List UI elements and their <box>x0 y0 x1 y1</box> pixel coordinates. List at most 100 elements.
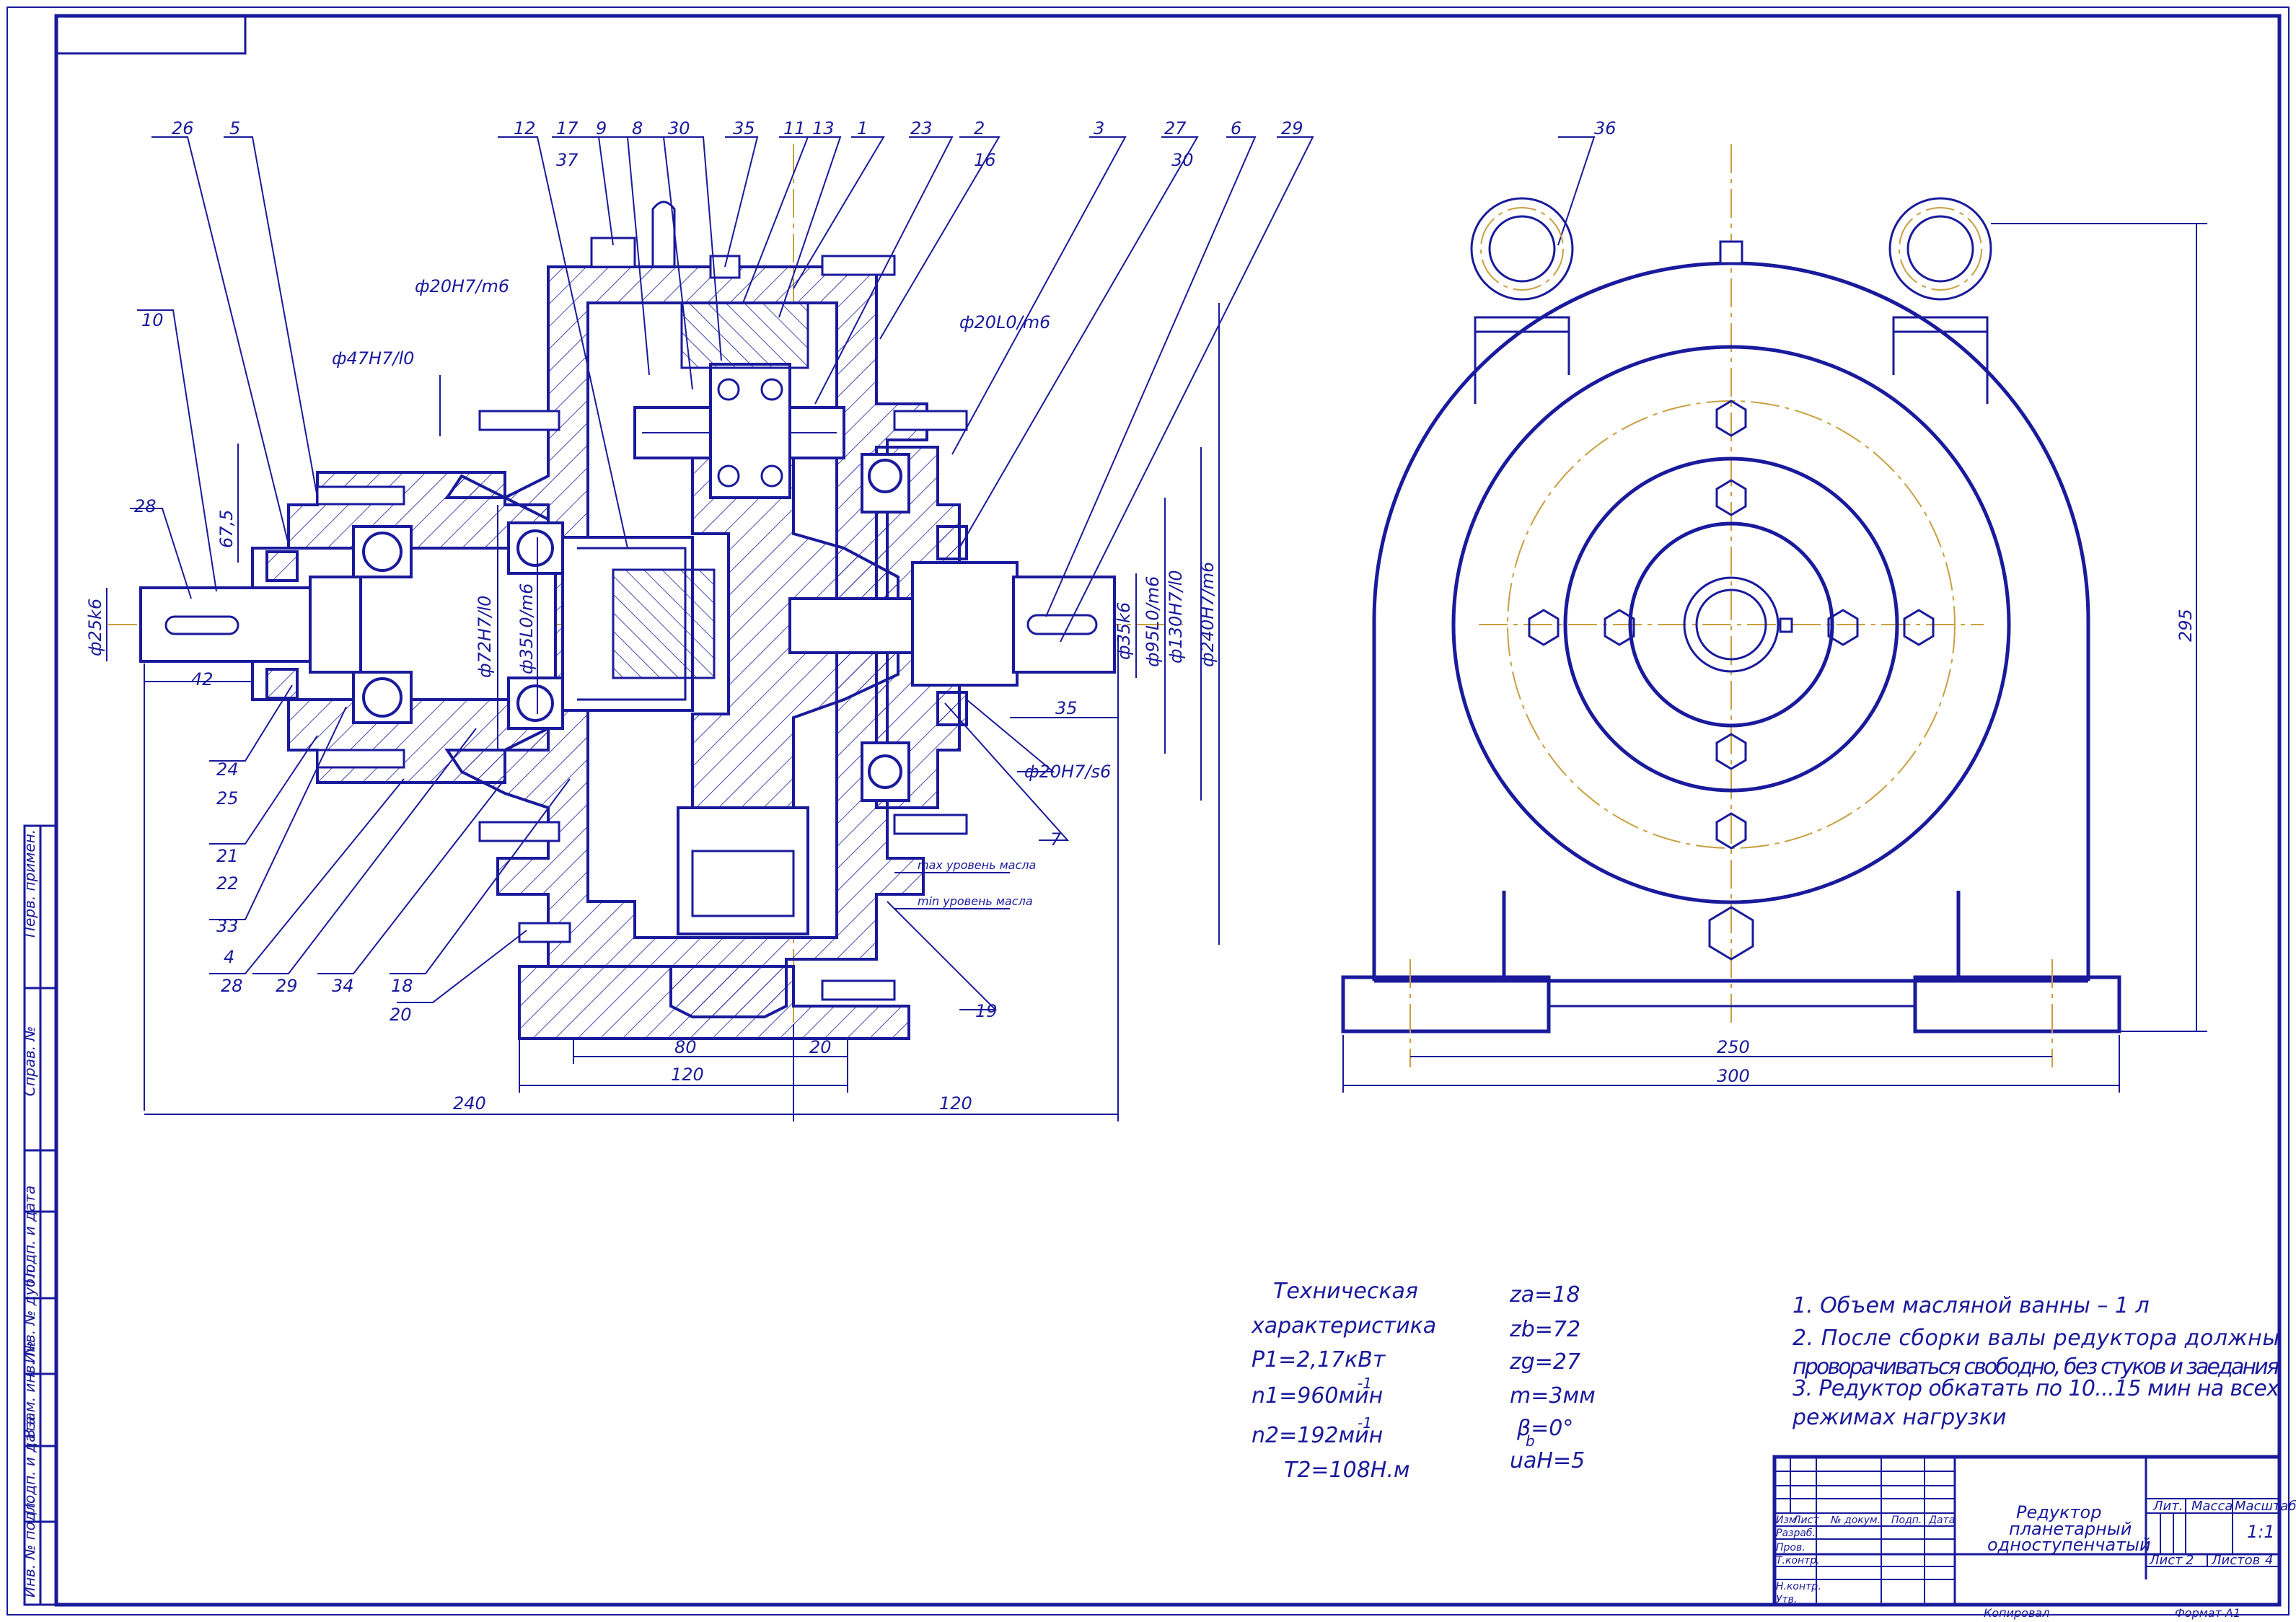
fit-label: ф20H7/s6 <box>1024 762 1111 782</box>
tech-m: m=3мм <box>1510 1383 1596 1409</box>
callout: 22 <box>216 873 239 894</box>
tech-u-sup: b <box>1526 1432 1535 1450</box>
note-3a: 3. Редуктор обкатать по 10...15 мин на в… <box>1793 1376 2279 1401</box>
dim-label: 120 <box>671 1065 704 1085</box>
strip-label: Инв. № дубл. <box>21 1264 38 1363</box>
callout: 18 <box>391 976 413 996</box>
section-view <box>106 136 1596 1121</box>
callout: 7 <box>1050 829 1062 850</box>
callout: 10 <box>141 310 164 330</box>
tech-u: uaH=5 <box>1510 1448 1585 1473</box>
tb-lit: Лит. <box>2152 1499 2183 1514</box>
dim-label: 42 <box>191 669 214 689</box>
fit-label: ф35L0/m6 <box>516 583 537 674</box>
bolts <box>316 200 968 1001</box>
callout: 13 <box>812 118 835 138</box>
callout: 6 <box>1231 118 1241 138</box>
strip-label: Взам. инв. № <box>21 1341 38 1439</box>
hex-bolts <box>1528 400 1935 961</box>
fit-label: ф95L0/m6 <box>1143 576 1163 667</box>
callout: 25 <box>216 788 239 808</box>
tech-n2: n2=192мин <box>1252 1423 1383 1448</box>
tb-nkontr: Н.контр. <box>1776 1581 1821 1592</box>
drawing-title-1: Редуктор <box>2016 1502 2101 1522</box>
callout: 24 <box>216 759 239 780</box>
tb-prov: Пров. <box>1776 1542 1805 1553</box>
tech-za: za=18 <box>1509 1282 1580 1308</box>
tb-razrab: Разраб. <box>1776 1528 1816 1539</box>
strip-label: Подп. и дата <box>21 1416 38 1515</box>
tb-date: Дата <box>1928 1515 1955 1526</box>
tb-list: Лист <box>1793 1515 1819 1526</box>
callout: 17 <box>556 118 579 138</box>
callout: 4 <box>224 947 234 967</box>
dim-label: 20 <box>809 1037 832 1057</box>
fit-label: ф25k6 <box>85 599 105 656</box>
tb-mass: Масса <box>2191 1499 2233 1514</box>
note-2b: проворачиваться свободно, без стуков и з… <box>1793 1354 2279 1380</box>
tech-n2-exp: -1 <box>1358 1414 1372 1432</box>
dim-label: 295 <box>2176 609 2196 642</box>
dim-label: 300 <box>1717 1066 1750 1086</box>
drawing-title-3: одноступенчатый <box>1987 1535 2151 1555</box>
fit-label: ф35k6 <box>1114 602 1134 660</box>
callout: 28 <box>134 496 157 516</box>
drawing-title-2: планетарный <box>2009 1519 2132 1539</box>
tb-izm: Изм <box>1776 1515 1797 1526</box>
dim-label: 80 <box>674 1037 697 1057</box>
tech-p1: P1=2,17кВт <box>1252 1347 1386 1372</box>
tech-title-2: характеристика <box>1251 1313 1436 1339</box>
tb-sheets: Листов <box>2211 1553 2260 1568</box>
fit-labels: ф20H7/m6 ф47H7/l0 ф20L0/m6 ф25k6 ф72H7/l… <box>85 276 1218 782</box>
fit-label: ф20L0/m6 <box>959 312 1050 332</box>
callout: 26 <box>172 118 194 138</box>
tech-zb: zb=72 <box>1509 1317 1580 1342</box>
tech-n1: n1=960мин <box>1252 1383 1383 1409</box>
tb-copied: Копировал <box>1984 1606 2049 1620</box>
sheet-frame <box>6 6 2290 1616</box>
callout: 30 <box>1171 150 1194 170</box>
tech-t2: T2=108Н.м <box>1284 1458 1410 1483</box>
title-block-text: Редуктор планетарный одноступенчатый Лит… <box>1776 1499 2296 1620</box>
callout: 20 <box>390 1005 412 1025</box>
callout: 11 <box>783 118 806 138</box>
fit-label: ф47H7/l0 <box>332 348 414 369</box>
tb-docnum: № докум. <box>1830 1515 1881 1526</box>
tech-title-1: Техническая <box>1273 1279 1418 1304</box>
callout: 9 <box>596 118 607 138</box>
tb-podp: Подп. <box>1891 1515 1922 1526</box>
dim-label: 67,5 <box>216 510 237 548</box>
tb-sheets-no: 4 <box>2265 1553 2273 1568</box>
tb-scale: 1:1 <box>2247 1522 2275 1542</box>
callout: 2 <box>974 118 985 138</box>
dim-label: 120 <box>939 1093 972 1114</box>
tb-sheet: Лист <box>2149 1553 2183 1568</box>
strip-label: Инв. № подл. <box>21 1498 38 1597</box>
callout: 8 <box>632 118 643 138</box>
front-view-dims: 250 300 295 <box>1717 609 2196 1086</box>
callout: 33 <box>216 916 239 936</box>
fit-label: ф130H7/l0 <box>1166 570 1186 664</box>
callout: 3 <box>1094 118 1104 138</box>
callout: 27 <box>1164 118 1187 138</box>
leader-lines <box>130 136 1596 1010</box>
callout: 29 <box>1281 118 1303 138</box>
part-callouts: 26 5 12 17 37 9 8 30 35 11 13 1 23 2 16 … <box>134 118 1617 1025</box>
dimension-lines <box>106 303 1220 1121</box>
dim-label: 240 <box>453 1093 486 1114</box>
dim-label: 250 <box>1717 1037 1750 1057</box>
fit-label: ф240H7/m6 <box>1197 562 1218 667</box>
callout: 1 <box>857 118 868 138</box>
callout: 28 <box>221 976 243 996</box>
callout: 16 <box>974 150 996 170</box>
oil-min-label: min уровень масла <box>918 894 1033 908</box>
callout: 30 <box>668 118 690 138</box>
tech-n1-exp: -1 <box>1358 1375 1372 1392</box>
tb-format: Формат А1 <box>2175 1606 2240 1620</box>
tb-utv: Утв. <box>1776 1594 1797 1605</box>
fit-label: ф72H7/l0 <box>475 596 495 678</box>
fit-label: ф20H7/m6 <box>415 276 509 296</box>
callout: 19 <box>975 1001 998 1021</box>
strip-label: Справ. № <box>21 1026 38 1096</box>
